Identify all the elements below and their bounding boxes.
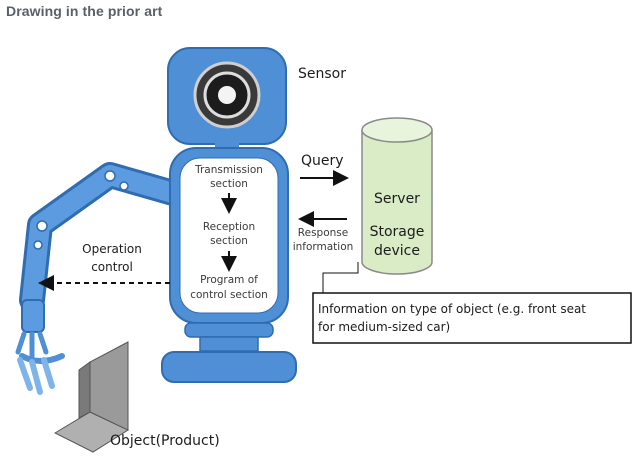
storage-label-line-2: device bbox=[374, 243, 420, 259]
page-title: Drawing in the prior art bbox=[6, 3, 163, 19]
info-callout-line-2: for medium-sized car) bbox=[318, 320, 450, 334]
response-label-line-2: information bbox=[293, 241, 354, 253]
sensor-label: Sensor bbox=[298, 66, 346, 82]
robot-arm bbox=[15, 162, 193, 395]
operation-control-line-2: control bbox=[91, 260, 133, 274]
callout-connector bbox=[322, 262, 359, 293]
query-label: Query bbox=[301, 153, 344, 169]
server-cylinder bbox=[361, 117, 433, 275]
transmission-section-line-1: Transmission bbox=[194, 164, 263, 176]
server-label: Server bbox=[374, 191, 420, 207]
reception-section-line-1: Reception bbox=[203, 221, 255, 233]
storage-label-line-1: Storage bbox=[370, 224, 425, 240]
info-callout-line-1: Information on type of object (e.g. fron… bbox=[318, 302, 586, 316]
robot-body bbox=[161, 147, 297, 383]
object-product-shape bbox=[53, 341, 130, 453]
operation-control-line-1: Operation bbox=[82, 242, 142, 256]
transmission-section-line-2: section bbox=[210, 178, 248, 190]
robot-head bbox=[167, 47, 287, 152]
object-product-label: Object(Product) bbox=[110, 433, 220, 449]
info-callout-box bbox=[312, 292, 632, 344]
program-section-line-1: Program of bbox=[200, 274, 258, 286]
program-section-line-2: control section bbox=[190, 289, 268, 301]
response-label-line-1: Response bbox=[298, 227, 348, 239]
reception-section-line-2: section bbox=[210, 235, 248, 247]
